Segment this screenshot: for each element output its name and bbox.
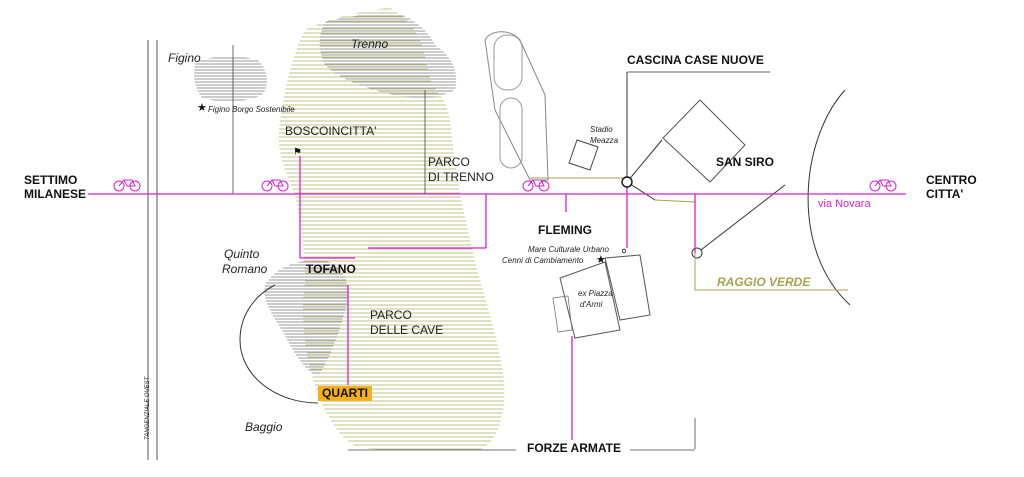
flag-icon: ⚑	[293, 147, 302, 158]
trenno-label: Trenno	[351, 37, 389, 51]
cenni-label: Cenni di Cambiamento	[502, 256, 584, 265]
trenno-area	[319, 14, 457, 98]
stadio-label-1: Stadio	[590, 125, 613, 134]
tofano-label: TOFANO	[306, 262, 356, 276]
milanese-label: MILANESE	[24, 187, 87, 201]
san-siro-label: SAN SIRO	[716, 155, 775, 169]
bicycle-icon	[261, 179, 289, 192]
quinto-label-2: Romano	[222, 262, 268, 276]
quarti-label: QUARTI	[318, 386, 372, 402]
via-novara-label: via Novara	[818, 198, 871, 210]
figino-label: Figino	[168, 51, 201, 65]
star-icon: ★	[197, 102, 207, 114]
bicycle-icon	[522, 179, 550, 192]
quinto-area	[264, 260, 349, 376]
boscoincitta-label: BOSCOINCITTA'	[285, 124, 377, 138]
cascina-case-nuove-label: CASCINA CASE NUOVE	[627, 53, 764, 67]
citta-label: CITTA'	[926, 187, 964, 201]
bicycle-icon	[869, 179, 897, 192]
parco-trenno-label-1: PARCO	[428, 155, 470, 169]
quinto-label-1: Quinto	[224, 247, 260, 261]
baggio-label: Baggio	[245, 420, 283, 434]
parco-trenno-label-2: DI TRENNO	[428, 170, 494, 184]
raggio-verde-label: RAGGIO VERDE	[717, 275, 811, 289]
stadio-label-2: Meazza	[590, 136, 619, 145]
fleming-label: FLEMING	[538, 223, 592, 237]
hippodrome-outline	[484, 31, 549, 181]
parco-cave-label-1: PARCO	[370, 308, 412, 322]
settimo-label: SETTIMO	[24, 173, 78, 187]
centro-label: CENTRO	[926, 173, 977, 187]
bicycle-icon	[113, 179, 141, 192]
figino-area	[194, 56, 267, 102]
star-icon: ★	[596, 254, 606, 266]
ex-piazza-label-1: ex Piazza	[578, 289, 613, 298]
ex-piazza-label-2: d'Armi	[580, 300, 603, 309]
forze-armate-label: FORZE ARMATE	[527, 441, 621, 455]
parco-cave-label-2: DELLE CAVE	[370, 323, 444, 337]
tangenziale-label: TANGENZIALE OVEST	[145, 376, 151, 440]
figino-borgo-label: Figino Borgo Sostenibile	[208, 105, 295, 114]
stadio-meazza-shape	[568, 139, 599, 171]
mare-culturale-label: Mare Culturale Urbano	[528, 245, 609, 254]
